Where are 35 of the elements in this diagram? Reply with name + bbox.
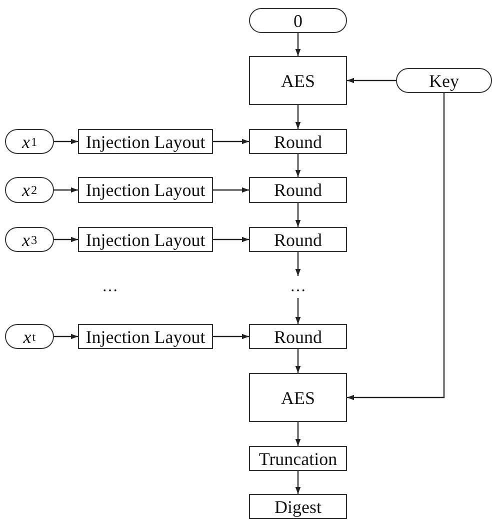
rounded-box: Key	[396, 68, 492, 93]
arrow	[54, 236, 78, 242]
arrow	[213, 187, 249, 193]
arrow	[295, 298, 301, 324]
process-box: Round	[249, 177, 347, 203]
process-box: Round	[249, 129, 347, 154]
process-box: AES	[249, 373, 347, 422]
arrow	[295, 349, 301, 373]
arrow	[54, 334, 78, 340]
process-box: Injection Layout	[78, 324, 213, 349]
arrow	[295, 471, 301, 494]
ellipsis-label: …	[101, 277, 119, 297]
arrow	[295, 252, 301, 276]
arrow	[347, 78, 396, 84]
rounded-box: 0	[249, 8, 347, 33]
arrow	[295, 33, 301, 56]
process-box: Digest	[249, 494, 347, 519]
arrow	[295, 422, 301, 446]
arrow	[213, 236, 249, 242]
arrow	[54, 187, 78, 193]
elbow-arrow	[347, 93, 445, 400]
ellipsis-text: …	[283, 276, 313, 298]
arrow	[213, 138, 249, 144]
process-box: Injection Layout	[78, 129, 213, 154]
process-box: Injection Layout	[78, 177, 213, 203]
process-box: Round	[249, 227, 347, 252]
arrow	[295, 203, 301, 227]
process-box: AES	[249, 56, 347, 105]
process-box: Injection Layout	[78, 227, 213, 252]
arrow	[295, 154, 301, 177]
arrow	[213, 334, 249, 340]
process-box: Truncation	[249, 446, 347, 471]
arrow	[295, 105, 301, 129]
arrow	[54, 138, 78, 144]
process-box: Round	[249, 324, 347, 349]
